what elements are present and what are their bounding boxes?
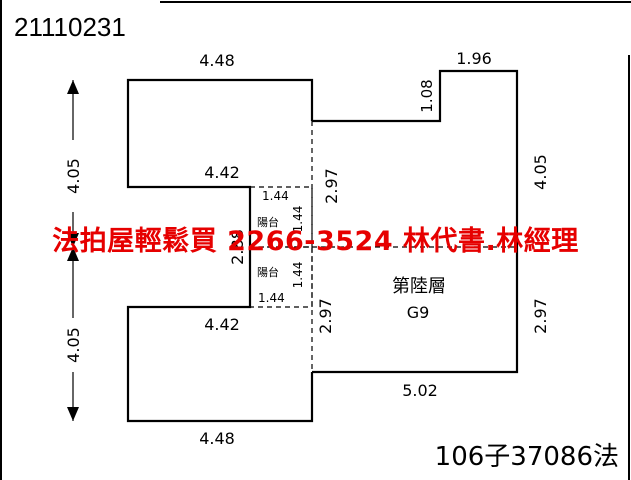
- case-id: 21110231: [14, 12, 126, 42]
- dim-right-upper-height: 4.05: [531, 154, 550, 190]
- dim-notch-lower-width: 4.42: [204, 315, 240, 334]
- dim-center-upper-height: 2.97: [322, 168, 341, 204]
- left-dimension-arrow: [67, 80, 79, 421]
- balcony-lower-label: 陽台: [257, 265, 279, 279]
- dim-center-lower-height: 2.97: [316, 298, 335, 334]
- dim-bottom-left-width: 4.48: [199, 429, 235, 448]
- dim-balcony-upper-depth: 1.44: [291, 206, 305, 233]
- watermark-text: 法拍屋輕鬆買 2266-3524 林代書.林經理: [52, 226, 579, 257]
- case-number: 106子37086法: [434, 442, 619, 472]
- dim-bottom-right-width: 5.02: [402, 381, 438, 400]
- dim-top-right-width: 1.96: [456, 49, 492, 68]
- dim-step-height: 1.08: [418, 79, 436, 112]
- floor-code: G9: [407, 303, 430, 322]
- balcony-upper-label: 陽台: [257, 215, 279, 229]
- dim-right-lower-height: 2.97: [531, 298, 550, 334]
- right-wing-outline: [312, 69, 519, 374]
- floor-label: 第陸層: [392, 276, 446, 297]
- balcony-lower-outline: [249, 246, 313, 308]
- dim-balcony-lower-width: 1.44: [258, 291, 285, 305]
- dim-balcony-lower-depth: 1.44: [291, 262, 305, 289]
- dim-top-left-width: 4.48: [199, 51, 235, 70]
- dim-notch-height: 2.88: [228, 229, 247, 265]
- dim-balcony-upper-width: 1.44: [262, 189, 289, 203]
- dim-left-upper-height: 4.05: [64, 158, 83, 194]
- dim-left-lower-height: 4.05: [64, 327, 83, 363]
- dim-notch-upper-width: 4.42: [204, 163, 240, 182]
